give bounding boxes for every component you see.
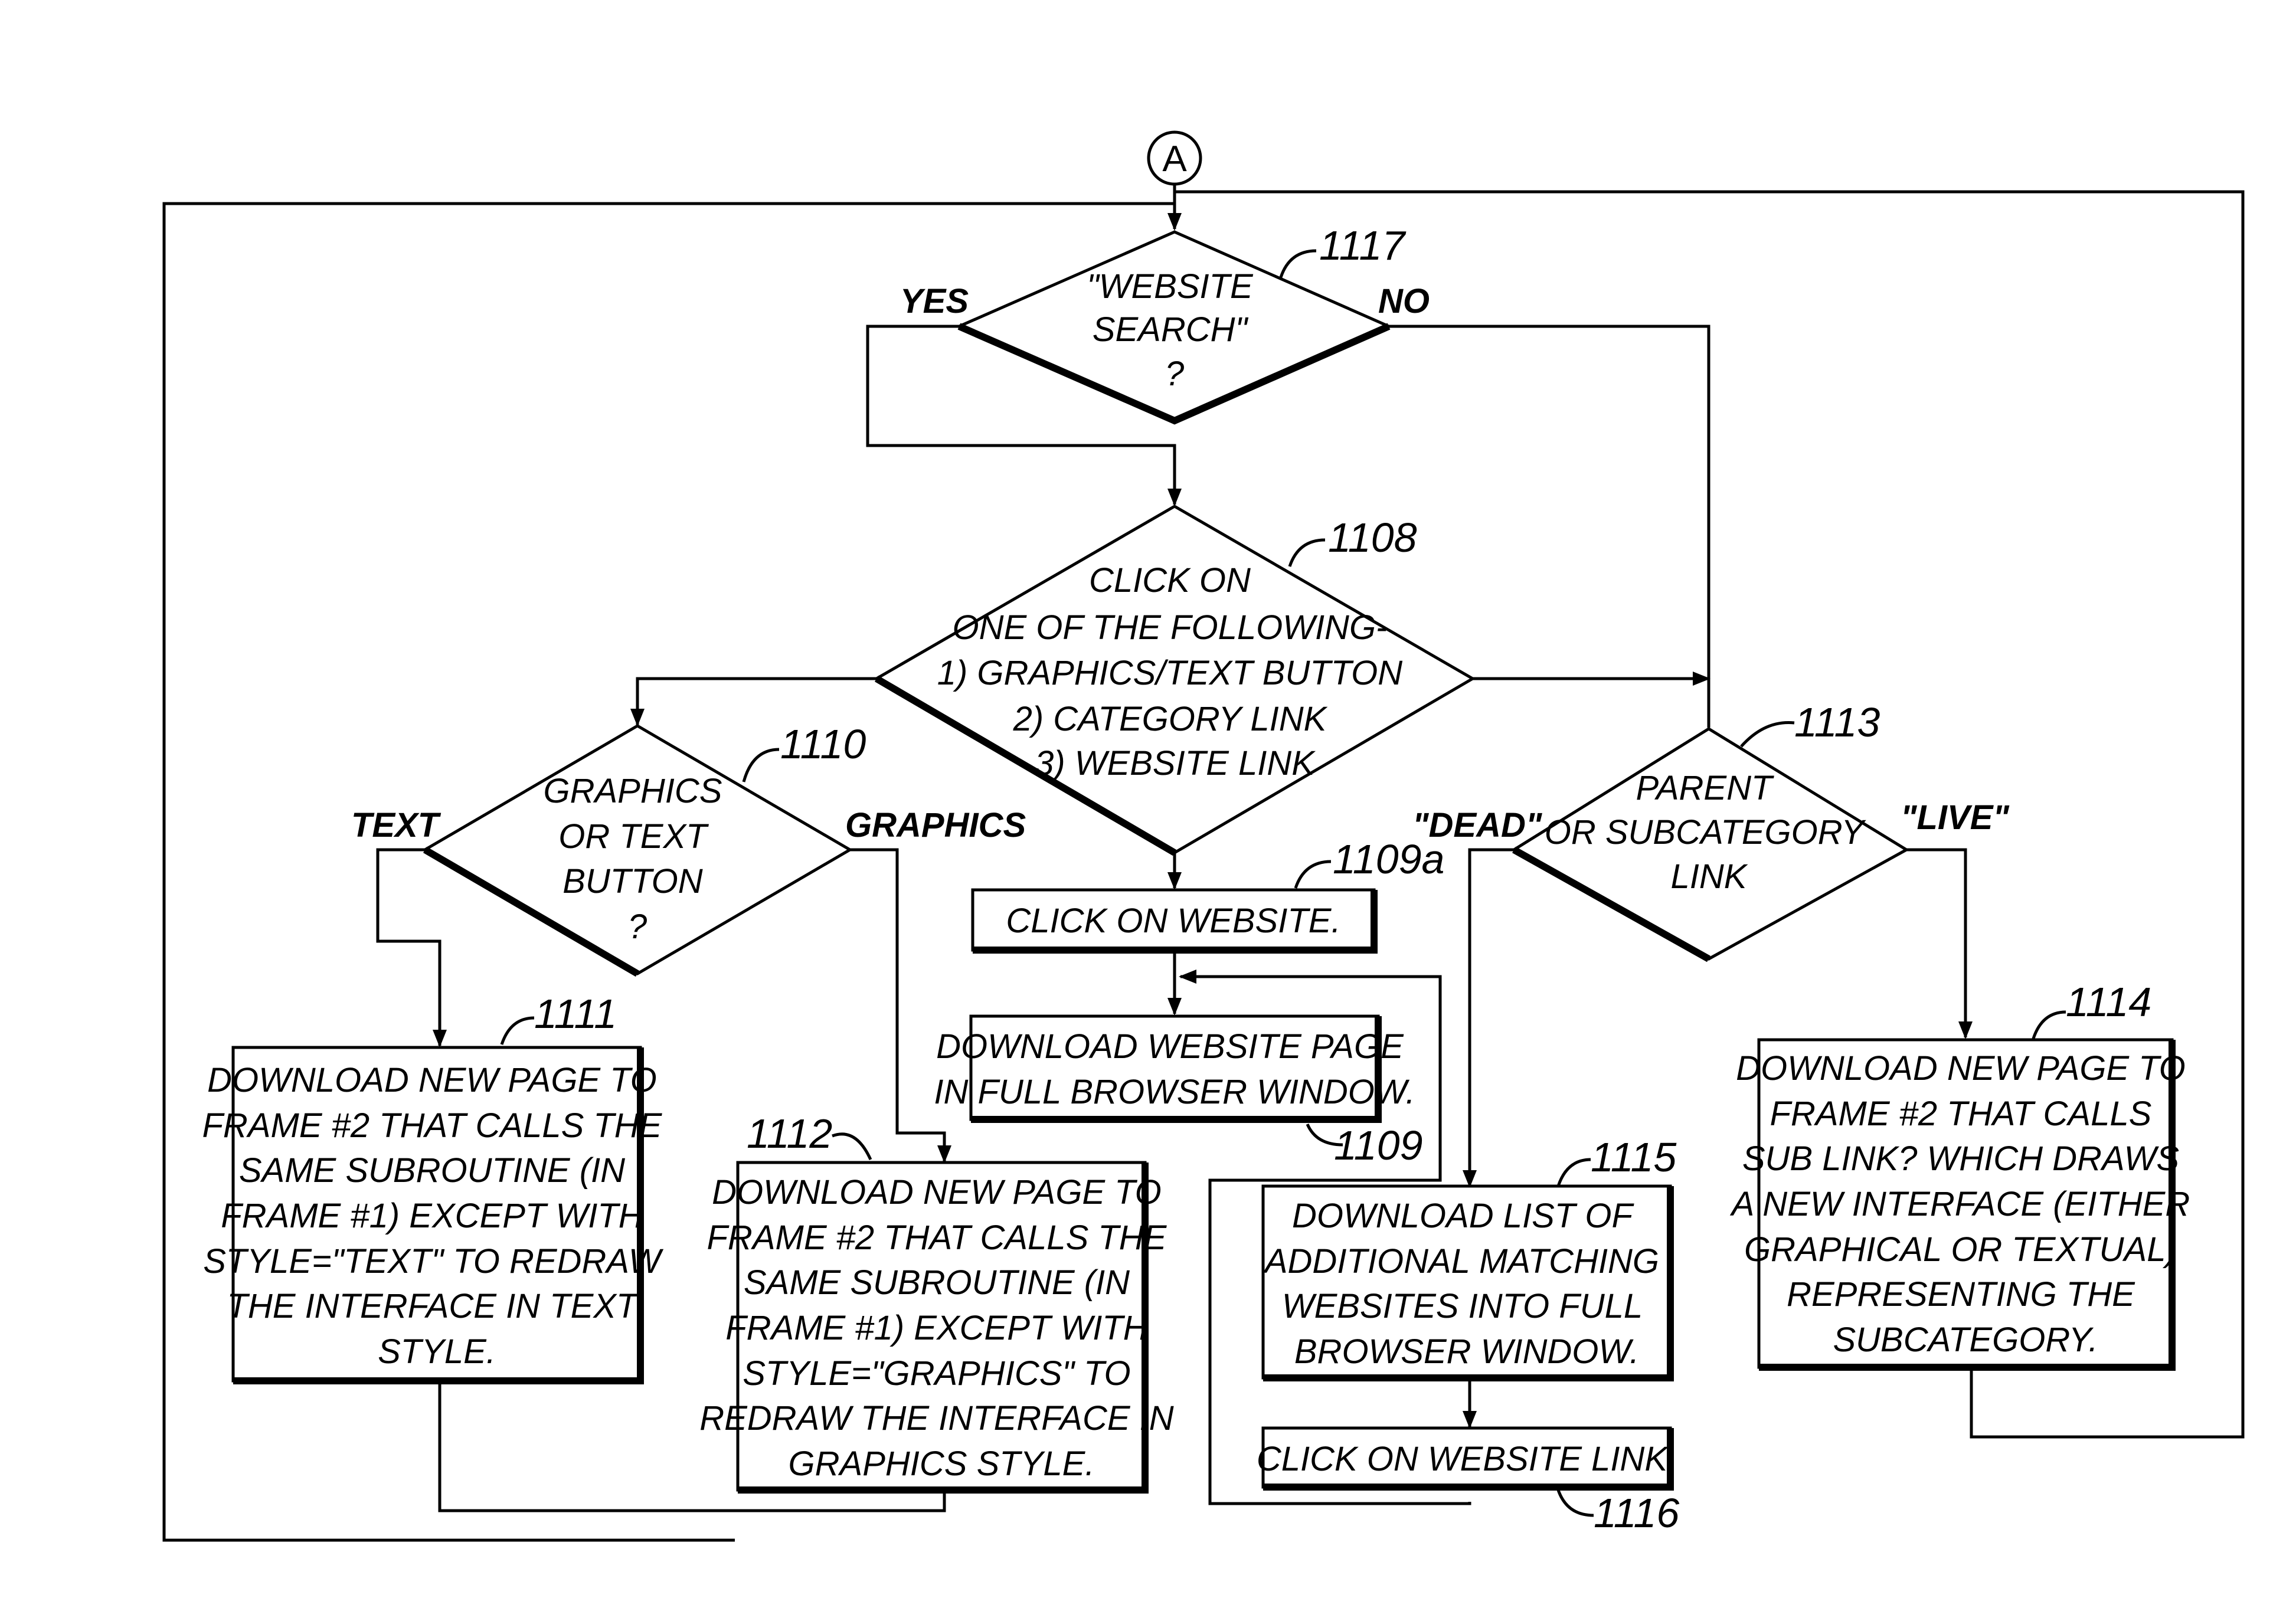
process-1112-line: STYLE="GRAPHICS" TO	[743, 1354, 1130, 1393]
process-1116: CLICK ON WEBSITE LINK.	[1257, 1428, 1677, 1487]
decision-1108-line: 2) CATEGORY LINK	[1013, 700, 1328, 738]
ref-1110: 1110	[780, 721, 866, 767]
ref-1113: 1113	[1794, 699, 1880, 745]
process-1114-line: SUBCATEGORY.	[1833, 1321, 2098, 1359]
decision-1110-line: GRAPHICS	[543, 772, 722, 810]
decision-1108-line: CLICK ON	[1089, 561, 1251, 600]
connector-label: A	[1162, 139, 1187, 179]
process-1116-line: CLICK ON WEBSITE LINK.	[1257, 1440, 1677, 1478]
ref-1112: 1112	[747, 1111, 832, 1157]
process-1115-line: WEBSITES INTO FULL	[1282, 1287, 1642, 1325]
process-1114-line: DOWNLOAD NEW PAGE TO	[1736, 1049, 2186, 1088]
process-1109a: CLICK ON WEBSITE.	[973, 890, 1374, 950]
process-1114-line: GRAPHICAL OR TEXTUAL)	[1744, 1230, 2177, 1269]
ref-1108: 1108	[1328, 515, 1417, 561]
decision-1117-line: SEARCH"	[1093, 310, 1249, 349]
process-1115: DOWNLOAD LIST OF ADDITIONAL MATCHING WEB…	[1263, 1186, 1670, 1378]
process-1114-line: A NEW INTERFACE (EITHER	[1730, 1185, 2190, 1223]
process-1114-line: REPRESENTING THE	[1787, 1275, 2135, 1314]
process-1111-line: THE INTERFACE IN TEXT	[227, 1287, 639, 1325]
process-1111-line: FRAME #2 THAT CALLS THE	[202, 1106, 663, 1145]
decision-1113-line: PARENT	[1636, 769, 1774, 807]
process-1111-line: DOWNLOAD NEW PAGE TO	[207, 1061, 657, 1099]
ref-1115: 1115	[1591, 1134, 1677, 1180]
ref-1114: 1114	[2066, 979, 2151, 1025]
decision-1117-line: ?	[1165, 355, 1185, 393]
ref-1109a: 1109a	[1333, 836, 1444, 882]
decision-1108-line: 3) WEBSITE LINK	[1035, 744, 1316, 782]
process-1111-line: STYLE="TEXT" TO REDRAW	[203, 1242, 664, 1281]
process-1114-line: SUB LINK? WHICH DRAWS	[1742, 1139, 2179, 1178]
svg-text:CLICK ON WEBSITE LINK.: CLICK ON WEBSITE LINK.	[1257, 1440, 1677, 1478]
branch-yes-label: YES	[900, 282, 969, 320]
process-1109a-line: CLICK ON WEBSITE.	[1006, 902, 1340, 940]
connector-a: A	[1149, 132, 1201, 184]
ref-1116: 1116	[1594, 1490, 1679, 1536]
process-1115-line: ADDITIONAL MATCHING	[1263, 1242, 1659, 1281]
ref-1109: 1109	[1334, 1122, 1423, 1168]
decision-1113-line: OR SUBCATEGORY	[1545, 813, 1867, 852]
process-1109: DOWNLOAD WEBSITE PAGE IN FULL BROWSER WI…	[934, 1016, 1415, 1119]
branch-no-label: NO	[1378, 282, 1430, 320]
process-1109-line: DOWNLOAD WEBSITE PAGE	[936, 1027, 1404, 1066]
svg-text:DOWNLOAD NEW PAGE TO FRA: DOWNLOAD NEW PAGE TO FRAME #2 THAT CALLS…	[1730, 1049, 2200, 1359]
process-1112-line: GRAPHICS STYLE.	[789, 1445, 1095, 1483]
process-1112: DOWNLOAD NEW PAGE TO FRAME #2 THAT CALLS…	[699, 1163, 1183, 1490]
svg-text:DOWNLOAD NEW PAGE TO FRA: DOWNLOAD NEW PAGE TO FRAME #2 THAT CALLS…	[202, 1061, 672, 1371]
decision-1117-line: "WEBSITE	[1087, 267, 1254, 306]
process-1114: DOWNLOAD NEW PAGE TO FRAME #2 THAT CALLS…	[1730, 1040, 2200, 1367]
decision-1113: PARENT OR SUBCATEGORY LINK	[1514, 729, 1906, 959]
process-1112-line: FRAME #2 THAT CALLS THE	[707, 1219, 1167, 1257]
decision-1110-line: OR TEXT	[558, 817, 709, 856]
process-1112-line: SAME SUBROUTINE (IN	[744, 1263, 1130, 1302]
decision-1108-line: ONE OF THE FOLLOWING-	[953, 608, 1388, 647]
process-1114-line: FRAME #2 THAT CALLS	[1770, 1095, 2152, 1133]
process-1112-line: REDRAW THE INTERFACE IN	[699, 1399, 1174, 1437]
process-1115-line: BROWSER WINDOW.	[1294, 1332, 1639, 1371]
process-1109-line: IN FULL BROWSER WINDOW.	[934, 1073, 1415, 1111]
svg-text:DOWNLOAD NEW PAGE TO FRA: DOWNLOAD NEW PAGE TO FRAME #2 THAT CALLS…	[699, 1173, 1183, 1483]
process-1111-line: STYLE.	[378, 1332, 496, 1371]
branch-graphics-label: GRAPHICS	[845, 806, 1026, 844]
process-1111: DOWNLOAD NEW PAGE TO FRAME #2 THAT CALLS…	[202, 1047, 672, 1381]
process-1115-line: DOWNLOAD LIST OF	[1292, 1197, 1634, 1235]
branch-text-label: TEXT	[351, 806, 441, 844]
decision-1108-line: 1) GRAPHICS/TEXT BUTTON	[937, 654, 1403, 692]
ref-1111: 1111	[534, 991, 617, 1037]
ref-1117: 1117	[1319, 222, 1407, 268]
svg-text:CLICK ON WEBSITE.: CLICK ON WEBSITE.	[1006, 902, 1340, 940]
process-1111-line: SAME SUBROUTINE (IN	[239, 1151, 625, 1190]
process-1112-line: FRAME #1) EXCEPT WITH	[725, 1309, 1148, 1347]
process-1112-line: DOWNLOAD NEW PAGE TO	[712, 1173, 1162, 1211]
decision-1110-line: ?	[628, 908, 647, 946]
decision-1110-line: BUTTON	[562, 862, 702, 900]
decision-1113-line: LINK	[1671, 857, 1748, 896]
branch-live-label: "LIVE"	[1901, 798, 2010, 837]
process-1111-line: FRAME #1) EXCEPT WITH	[221, 1197, 643, 1235]
